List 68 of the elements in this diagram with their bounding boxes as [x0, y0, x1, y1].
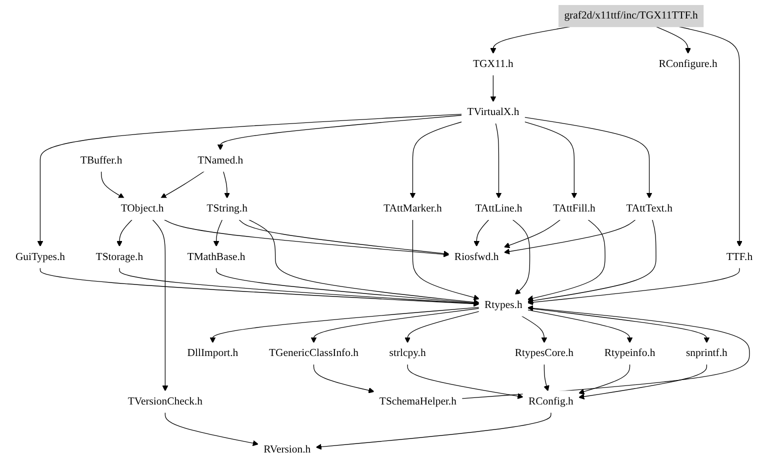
arrow [248, 219, 480, 306]
arrow [164, 219, 450, 258]
node-text: TTF.h [726, 251, 753, 262]
arrow [490, 74, 496, 102]
arrow [37, 114, 462, 247]
arrow [524, 117, 652, 198]
arrow [521, 316, 548, 344]
arrow [527, 308, 710, 344]
arrow [164, 412, 259, 446]
node-text: Riosfwd.h [454, 251, 499, 262]
arrow [495, 122, 502, 198]
node-text: TNamed.h [198, 154, 244, 166]
arrow [213, 219, 223, 247]
arrow [40, 267, 480, 307]
arrow [404, 311, 480, 344]
arrow [656, 26, 691, 54]
node-text: Rtypeinfo.h [604, 347, 656, 359]
arrow [524, 121, 578, 198]
node-text: TMathBase.h [187, 251, 246, 262]
arrow [116, 219, 132, 247]
node-text: GuiTypes.h [15, 251, 65, 262]
arrow [578, 364, 630, 394]
node-text: strlcpy.h [389, 347, 426, 359]
arrow [504, 219, 636, 254]
node-text: TSchemaHelper.h [379, 396, 456, 408]
arrow [527, 219, 656, 304]
node-text: TAttText.h [626, 202, 672, 214]
node-text: DllImport.h [187, 347, 238, 359]
arrow [316, 412, 552, 450]
node-text: TBuffer.h [80, 154, 122, 166]
arrow [310, 308, 480, 344]
node-text: TVirtualX.h [467, 106, 520, 118]
arrow [313, 364, 374, 394]
arrow [490, 26, 570, 54]
arrow [152, 219, 168, 392]
node-text: TGX11.h [473, 58, 514, 70]
arrow [160, 171, 205, 198]
arrow [119, 267, 480, 306]
node-text: TStorage.h [96, 251, 144, 262]
arrow [238, 219, 450, 256]
arrow [527, 310, 633, 344]
node-text: RVersion.h [264, 444, 311, 456]
arrow [223, 171, 230, 198]
arrow [678, 26, 742, 247]
arrow [412, 219, 480, 300]
node-text: TVersionCheck.h [128, 396, 203, 408]
node-text: TString.h [206, 202, 248, 214]
arrow [474, 219, 490, 247]
arrow [544, 364, 550, 392]
arrow [462, 305, 750, 399]
arrow [512, 219, 530, 295]
node-text: TGenericClassInfo.h [268, 347, 359, 359]
arrow [527, 219, 606, 302]
node-box: graf2d/x11ttf/inc/TGX11TTF.h [558, 5, 704, 28]
arrow [504, 219, 561, 248]
node-text: TAttMarker.h [384, 202, 442, 214]
arrow [217, 114, 462, 150]
arrow [410, 122, 462, 198]
node-text: RtypesCore.h [514, 347, 574, 359]
arrow [407, 364, 524, 400]
node-text: TAttLine.h [475, 202, 522, 214]
arrow [210, 306, 480, 344]
node-text: snprintf.h [686, 347, 728, 359]
arrow [578, 364, 708, 400]
node-text: TAttFill.h [553, 202, 596, 214]
arrow [100, 171, 124, 198]
node-text: RConfigure.h [658, 58, 718, 70]
arrow [527, 267, 740, 306]
